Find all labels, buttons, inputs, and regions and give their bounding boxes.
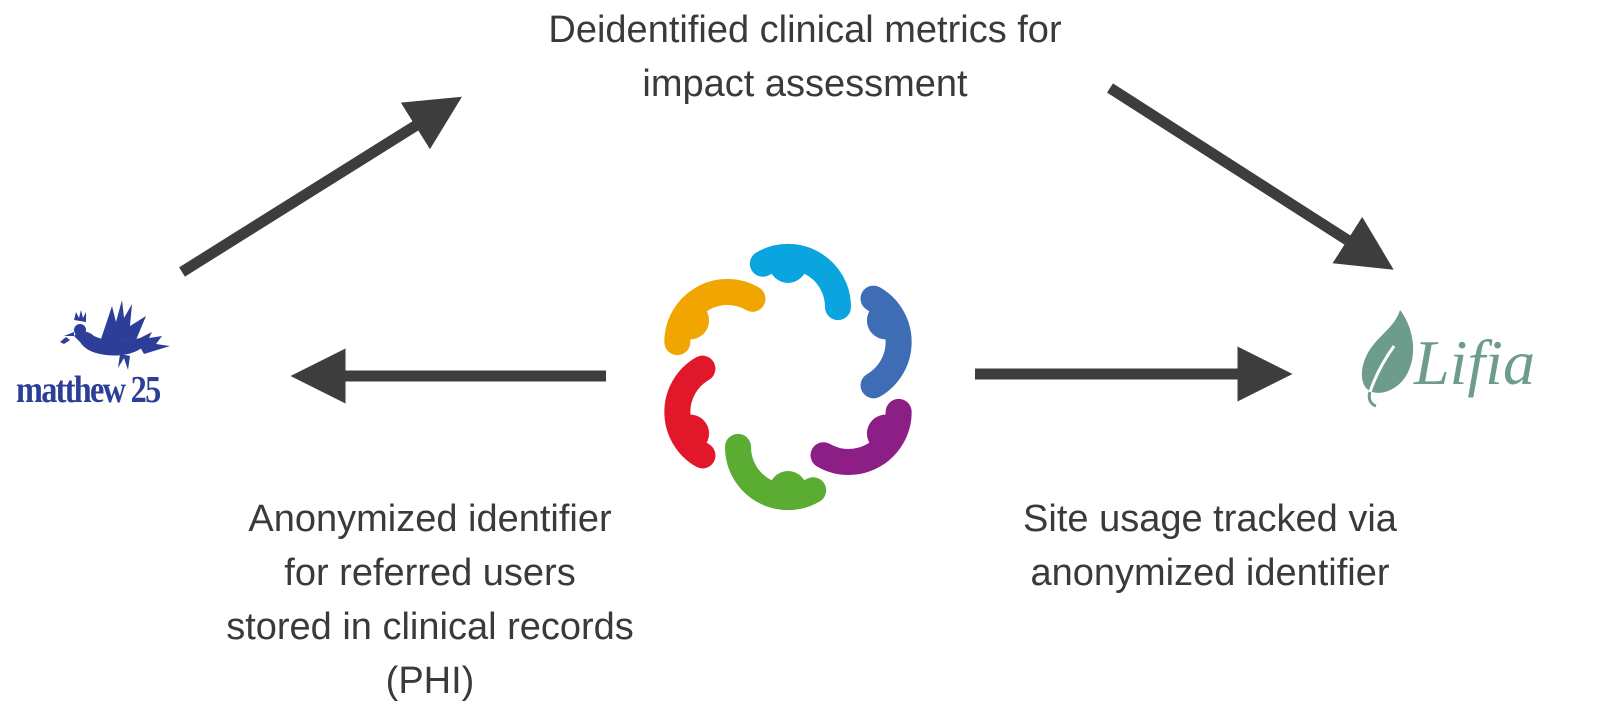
person-body-orange [664,279,766,356]
label-line: anonymized identifier [1030,552,1390,594]
label-line: Site usage tracked via [1023,498,1397,540]
person-body-cyan [749,244,851,321]
label-line: impact assessment [642,63,968,105]
matthew25-wordmark: matthew 25 [16,369,161,411]
arrow-metrics-to-lifia [1107,83,1394,270]
person-body-purple [810,398,912,475]
dove-icon [60,300,170,370]
person-body-green [725,433,827,510]
label-line: Deidentified clinical metrics for [548,9,1062,51]
label-line: for referred users [284,552,576,594]
community-circle-icon [664,244,912,510]
lifia-logo: Lifia [1356,308,1600,413]
label-line: Anonymized identifier [248,498,612,540]
leaf-icon [1361,310,1414,408]
label-deidentified-metrics: Deidentified clinical metrics for impact… [455,3,1155,111]
label-anonymized-identifier: Anonymized identifier for referred users… [150,492,710,708]
matthew25-logo: matthew 25 [10,296,225,426]
label-line: (PHI) [385,660,475,702]
person-body-blue [860,285,912,399]
lifia-wordmark: Lifia [1414,327,1535,398]
arrow-m25-to-metrics [179,96,462,277]
label-line: stored in clinical records [226,606,634,648]
person-body-red [664,355,716,469]
label-site-usage: Site usage tracked via anonymized identi… [960,492,1460,600]
